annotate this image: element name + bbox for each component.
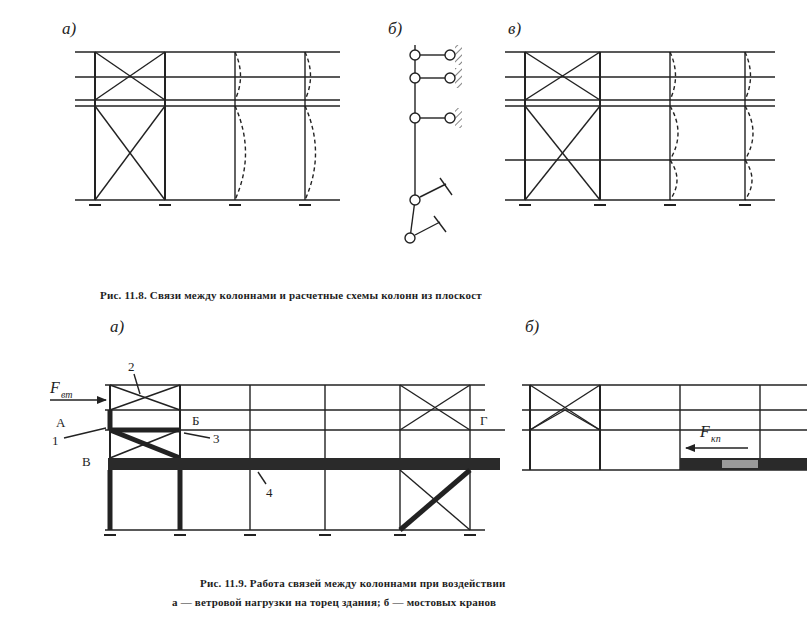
panel-letter: б)	[388, 20, 402, 37]
node-letter: В	[82, 455, 91, 468]
node-letter: Б	[192, 414, 199, 427]
figure-caption: Рис. 11.8. Связи между колоннами и расче…	[100, 290, 482, 301]
panel-a-top	[75, 52, 340, 205]
force-symbol: F	[700, 424, 710, 440]
panel-letter: б)	[525, 318, 539, 335]
force-subscript: вт	[61, 390, 73, 400]
node-letter: А	[56, 416, 65, 429]
callout-number: 3	[213, 432, 220, 445]
figure-caption: Рис. 11.9. Работа связей между колоннами…	[200, 578, 505, 589]
panel-letter: в)	[508, 20, 521, 37]
force-subscript: кп	[711, 434, 721, 444]
panel-letter: а)	[110, 318, 124, 335]
panel-b-bottom	[522, 385, 807, 470]
panel-c-top	[505, 52, 775, 205]
panel-a-bottom	[50, 374, 505, 535]
panel-b-scheme	[405, 45, 462, 243]
force-symbol: F	[50, 380, 60, 396]
figure-caption: а — ветровой нагрузки на торец здания; б…	[172, 597, 496, 608]
callout-number: 2	[128, 360, 135, 373]
panel-letter: а)	[62, 20, 76, 37]
node-letter: Г	[480, 414, 488, 427]
callout-number: 1	[52, 434, 59, 447]
callout-number: 4	[266, 486, 273, 499]
